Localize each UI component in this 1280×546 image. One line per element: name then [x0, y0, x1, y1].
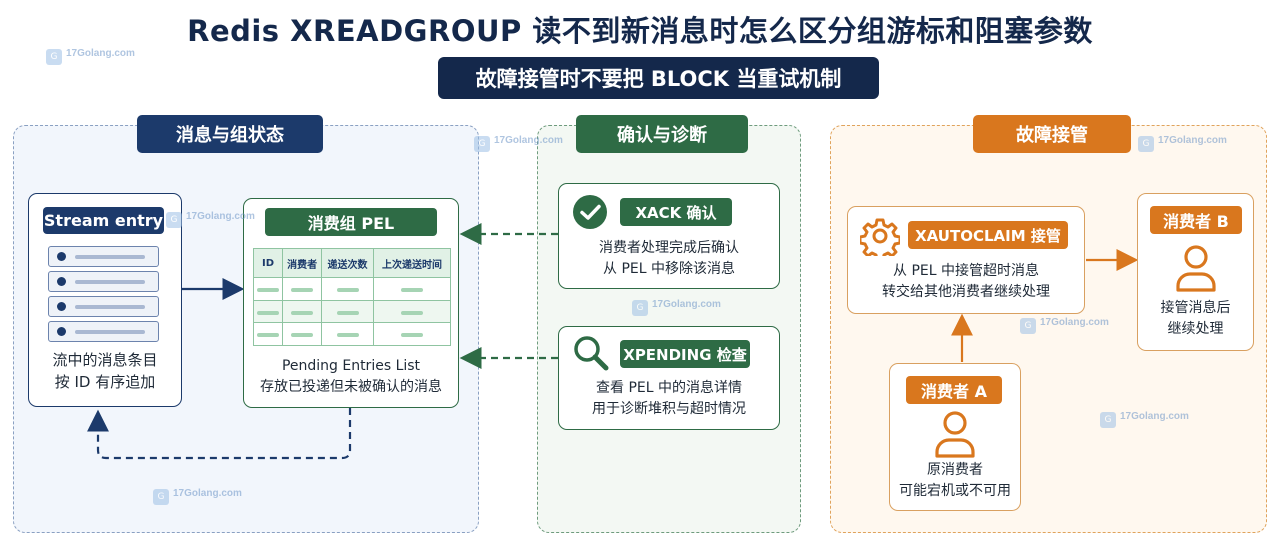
table-row	[252, 322, 452, 346]
stream-entry-item	[48, 271, 159, 292]
pel-col-last-delivery: 上次递送时间	[372, 247, 452, 279]
consumer-b-description: 接管消息后 继续处理	[1160, 300, 1231, 337]
section-title-message-state: 消息与组状态	[137, 115, 323, 153]
magnifier-icon	[574, 336, 609, 371]
watermark-logo-icon: G	[46, 48, 62, 65]
gear-icon	[860, 218, 900, 256]
stream-entry-description: 流中的消息条目 按 ID 有序追加	[52, 351, 158, 391]
check-circle-icon	[573, 195, 607, 229]
arrow-pel-loop-to-stream	[87, 408, 352, 460]
section-title-failover: 故障接管	[973, 115, 1131, 153]
xpending-description: 查看 PEL 中的消息详情 用于诊断堆积与超时情况	[592, 380, 746, 417]
pel-col-id: ID	[252, 247, 284, 279]
table-row	[252, 277, 452, 301]
stream-entry-item	[48, 321, 159, 342]
watermark-logo-icon: G	[632, 299, 648, 316]
watermark-logo-icon: G	[1020, 317, 1036, 334]
pel-label: 消费组 PEL	[265, 208, 437, 236]
stream-entry-item	[48, 296, 159, 317]
stream-entry-item	[48, 246, 159, 267]
consumer-a-label: 消费者 A	[906, 376, 1002, 404]
watermark-logo-icon: G	[1100, 411, 1116, 428]
xpending-label: XPENDING 检查	[620, 340, 750, 368]
pel-col-delivery-count: 递送次数	[321, 247, 374, 279]
xautoclaim-description: 从 PEL 中接管超时消息 转交给其他消费者继续处理	[882, 263, 1050, 300]
xack-label: XACK 确认	[620, 198, 732, 226]
watermark-logo-icon: G	[153, 488, 169, 505]
page-title: Redis XREADGROUP 读不到新消息时怎么区分组游标和阻塞参数	[187, 14, 1093, 48]
pel-description: Pending Entries List 存放已投递但未被确认的消息	[260, 358, 442, 395]
xautoclaim-label: XAUTOCLAIM 接管	[908, 221, 1068, 249]
pel-table: ID 消费者 递送次数 上次递送时间	[252, 247, 452, 346]
table-row	[252, 299, 452, 324]
consumer-b-label: 消费者 B	[1150, 206, 1242, 234]
subtitle-banner: 故障接管时不要把 BLOCK 当重试机制	[438, 57, 879, 99]
pel-table-header: ID 消费者 递送次数 上次递送时间	[252, 247, 452, 279]
stream-entry-label: Stream entry	[43, 207, 164, 234]
person-icon	[935, 411, 975, 458]
watermark-logo-icon: G	[166, 211, 182, 228]
watermark-logo-icon: G	[1138, 135, 1154, 152]
consumer-a-description: 原消费者 可能宕机或不可用	[899, 462, 1011, 499]
person-icon	[1176, 245, 1216, 292]
xack-description: 消费者处理完成后确认 从 PEL 中移除该消息	[599, 240, 739, 277]
watermark-logo-icon: G	[474, 135, 490, 152]
pel-col-consumer: 消费者	[282, 247, 323, 279]
section-title-ack-diagnose: 确认与诊断	[576, 115, 748, 153]
